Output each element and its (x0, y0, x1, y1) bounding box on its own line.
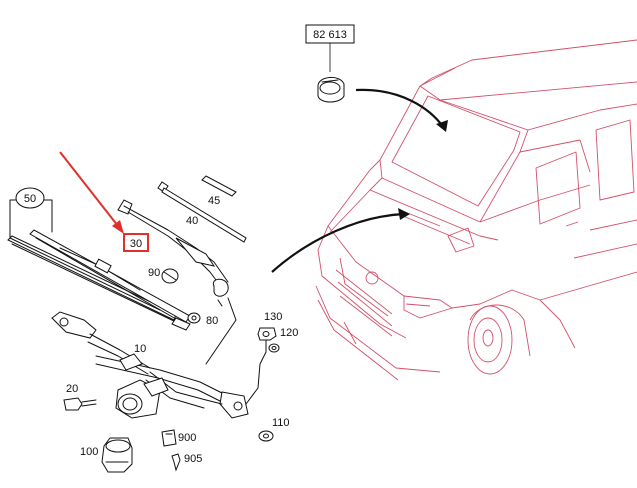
callout-100-label: 100 (80, 446, 98, 458)
washer-130-part: 130 (257, 311, 282, 341)
callout-900-label: 900 (178, 432, 196, 444)
callout-905-label: 905 (184, 453, 202, 465)
callout-45-label: 45 (208, 195, 220, 207)
washer-nozzle-part (317, 77, 345, 103)
leader-line (205, 297, 237, 365)
callout-30: 30 (123, 233, 149, 252)
arm-insert-part: 40 (157, 181, 247, 243)
bolt-20-part: 20 (63, 383, 97, 411)
reference-callout-82613: 82 613 (305, 24, 355, 72)
nut-120-part: 120 (268, 327, 298, 353)
van-illustration (315, 39, 637, 381)
wiper-blade-part (7, 229, 191, 331)
connector-900-part: 900 (161, 429, 196, 447)
callout-130-label: 130 (264, 311, 282, 323)
highlight-arrow (59, 151, 124, 234)
bushing-110-part: 110 (258, 417, 290, 442)
reference-number: 82 613 (313, 29, 347, 41)
motor-100-part: 100 (80, 437, 133, 473)
callout-50: 50 (9, 187, 53, 239)
clip-part: 45 (201, 175, 237, 207)
callout-90-label: 90 (148, 267, 160, 279)
callout-110-label: 110 (272, 417, 290, 429)
callout-50-label: 50 (24, 193, 36, 205)
cap-part: 90 (148, 267, 179, 284)
callout-40-label: 40 (186, 215, 198, 227)
location-arrows (271, 88, 448, 273)
wiper-linkage-part: 10 (51, 311, 249, 419)
leader-line-right (245, 339, 267, 405)
callout-30-label: 30 (130, 238, 142, 250)
callout-80-label: 80 (206, 315, 218, 327)
nut-80-part: 80 (187, 312, 218, 327)
callout-20-label: 20 (66, 383, 78, 395)
screw-905-part: 905 (171, 453, 202, 472)
callout-120-label: 120 (280, 327, 298, 339)
wiper-arm-part (117, 199, 229, 307)
callout-10-label: 10 (134, 343, 146, 355)
